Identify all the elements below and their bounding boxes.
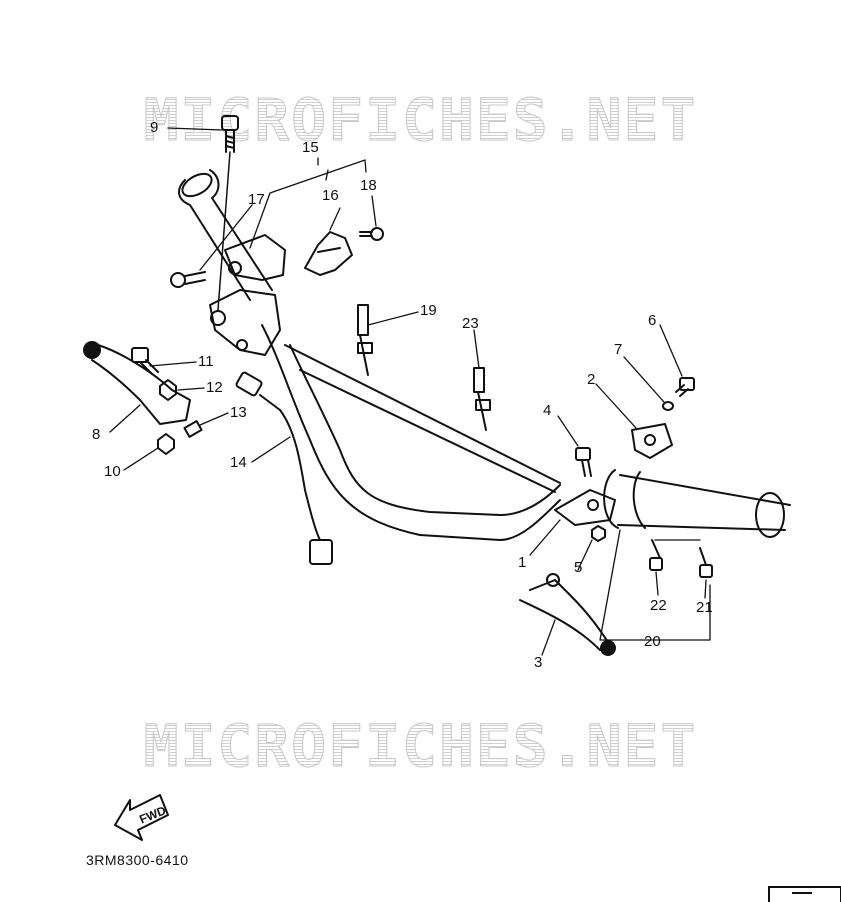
bolt-17 xyxy=(170,271,206,288)
lever-holder-15 xyxy=(209,234,286,356)
part-label-5: 5 xyxy=(574,559,583,576)
nut-5 xyxy=(591,525,606,542)
part-label-11: 11 xyxy=(198,353,214,370)
leader-lines xyxy=(109,127,711,656)
part-label-9: 9 xyxy=(150,119,159,136)
part-label-15: 15 xyxy=(302,139,319,156)
part-label-20: 20 xyxy=(644,633,661,650)
part-label-1: 1 xyxy=(518,554,527,571)
left-grip xyxy=(178,169,273,301)
clutch-switch-14 xyxy=(235,371,333,565)
clutch-lever-8 xyxy=(83,341,191,425)
bolt-9 xyxy=(217,115,239,311)
part-label-18: 18 xyxy=(360,177,377,194)
handlebar-tube xyxy=(261,324,561,541)
part-label-22: 22 xyxy=(650,597,667,614)
part-label-4: 4 xyxy=(543,402,552,419)
screw-6 xyxy=(675,377,695,397)
part-label-2: 2 xyxy=(587,371,596,388)
part-label-17: 17 xyxy=(248,191,265,208)
part-label-14: 14 xyxy=(230,454,247,471)
part-label-7: 7 xyxy=(614,341,623,358)
part-label-21: 21 xyxy=(696,599,713,616)
clamp-16 xyxy=(304,231,353,276)
brake-lever-3 xyxy=(519,573,616,656)
part-label-10: 10 xyxy=(104,463,121,480)
cable-tie-19 xyxy=(357,304,373,376)
screw-22 xyxy=(649,539,663,571)
right-grip xyxy=(603,469,791,538)
nut-10 xyxy=(157,433,175,455)
part-label-12: 12 xyxy=(206,379,223,396)
cable-tie-23 xyxy=(473,367,491,431)
screw-21 xyxy=(699,547,713,578)
fwd-arrow-icon: FWD xyxy=(114,794,169,841)
part-label-13: 13 xyxy=(230,404,247,421)
part-label-3: 3 xyxy=(534,654,543,671)
washer-7 xyxy=(662,401,674,411)
diagram-code: 3RM8300-6410 xyxy=(86,852,189,868)
lever-holder-2 xyxy=(631,423,673,459)
part-label-19: 19 xyxy=(420,302,437,319)
adjuster-13 xyxy=(183,420,203,438)
part-label-6: 6 xyxy=(648,312,657,329)
screw-18 xyxy=(359,227,384,241)
part-label-23: 23 xyxy=(462,315,479,332)
bolt-4 xyxy=(575,447,592,477)
nut-12 xyxy=(159,379,177,401)
bracket-1 xyxy=(554,489,616,526)
part-label-8: 8 xyxy=(92,426,101,443)
part-label-16: 16 xyxy=(322,187,339,204)
